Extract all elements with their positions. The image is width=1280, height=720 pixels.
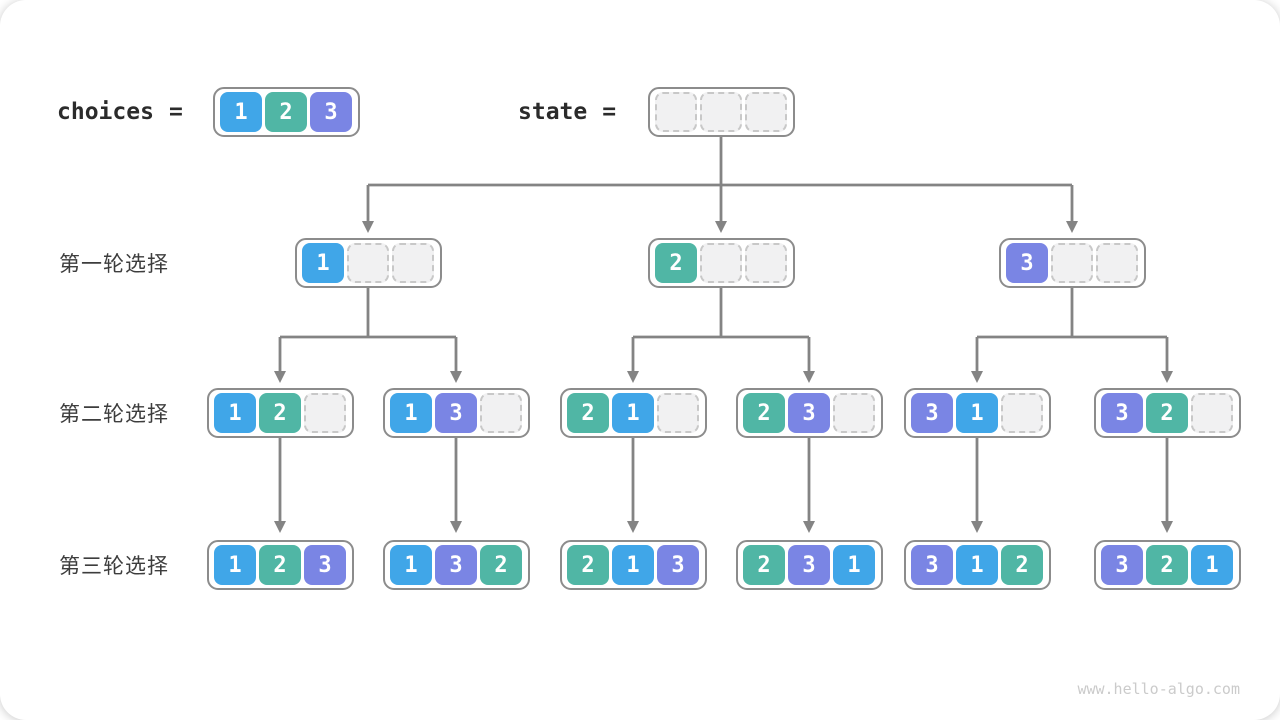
row-label-round-1: 第一轮选择 — [59, 253, 169, 276]
equals-sign: = — [602, 99, 617, 125]
empty-slot — [392, 243, 434, 283]
value-cell: 1 — [390, 545, 432, 585]
value-cell: 3 — [788, 545, 830, 585]
empty-slot — [304, 393, 346, 433]
watermark: www.hello-algo.com — [1077, 680, 1240, 698]
value-cell: 3 — [1101, 393, 1143, 433]
empty-slot — [1051, 243, 1093, 283]
equals-sign: = — [168, 99, 183, 125]
empty-slot — [347, 243, 389, 283]
value-cell: 2 — [1001, 545, 1043, 585]
choices-label: choices — [57, 99, 154, 125]
value-cell: 3 — [911, 545, 953, 585]
value-cell: 1 — [956, 393, 998, 433]
value-cell: 3 — [435, 393, 477, 433]
value-cell: 1 — [214, 393, 256, 433]
empty-slot — [657, 393, 699, 433]
value-cell: 2 — [743, 393, 785, 433]
value-cell: 1 — [302, 243, 344, 283]
value-cell: 2 — [567, 545, 609, 585]
value-cell: 2 — [259, 393, 301, 433]
round-1-node-2: 2 — [647, 238, 795, 288]
value-cell: 3 — [1101, 545, 1143, 585]
choices-header: choices = — [57, 87, 183, 137]
round-1-node-1: 1 — [294, 238, 442, 288]
empty-slot — [1001, 393, 1043, 433]
value-cell: 1 — [833, 545, 875, 585]
empty-slot — [700, 92, 742, 132]
value-cell: 1 — [390, 393, 432, 433]
state-label: state — [518, 99, 588, 125]
value-cell: 3 — [304, 545, 346, 585]
value-cell: 2 — [1146, 545, 1188, 585]
value-cell: 1 — [214, 545, 256, 585]
empty-slot — [655, 92, 697, 132]
empty-slot — [745, 92, 787, 132]
value-cell: 3 — [911, 393, 953, 433]
value-cell: 2 — [567, 393, 609, 433]
row-label-round-3: 第三轮选择 — [59, 555, 169, 578]
value-cell: 1 — [956, 545, 998, 585]
value-cell: 3 — [657, 545, 699, 585]
state-array — [647, 87, 795, 137]
empty-slot — [1096, 243, 1138, 283]
value-cell: 1 — [612, 545, 654, 585]
value-cell: 1 — [1191, 545, 1233, 585]
value-cell: 2 — [265, 92, 307, 132]
value-cell: 2 — [655, 243, 697, 283]
empty-slot — [480, 393, 522, 433]
empty-slot — [833, 393, 875, 433]
empty-slot — [700, 243, 742, 283]
value-cell: 1 — [612, 393, 654, 433]
value-cell: 2 — [480, 545, 522, 585]
value-cell: 2 — [743, 545, 785, 585]
value-cell: 3 — [788, 393, 830, 433]
value-cell: 2 — [1146, 393, 1188, 433]
value-cell: 3 — [1006, 243, 1048, 283]
value-cell: 3 — [435, 545, 477, 585]
value-cell: 1 — [220, 92, 262, 132]
value-cell: 2 — [259, 545, 301, 585]
round-1-node-3: 3 — [998, 238, 1146, 288]
row-label-round-2: 第二轮选择 — [59, 403, 169, 426]
value-cell: 3 — [310, 92, 352, 132]
empty-slot — [1191, 393, 1233, 433]
empty-slot — [745, 243, 787, 283]
state-header: state = — [518, 87, 616, 137]
